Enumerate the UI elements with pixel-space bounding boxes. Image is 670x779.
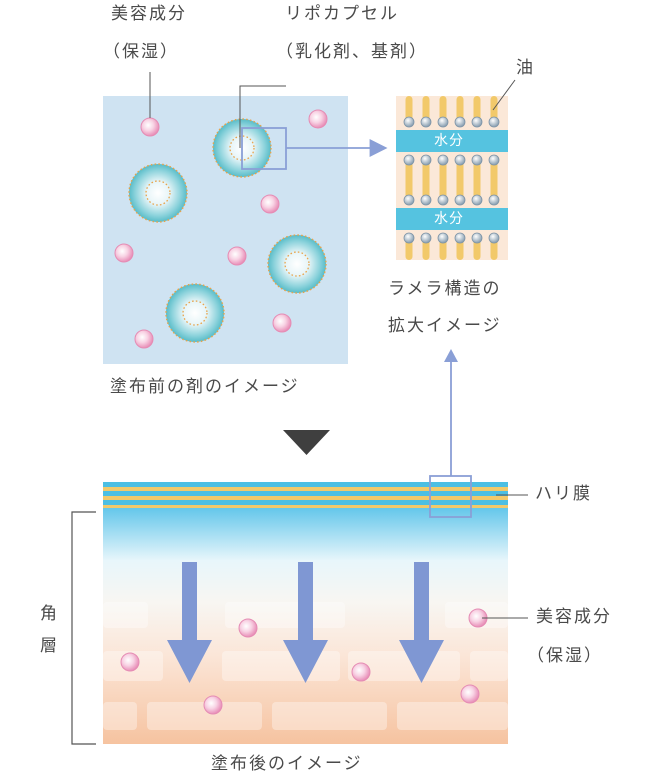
lipid-tail (405, 96, 413, 122)
lamella-lipids (405, 96, 498, 260)
ingredient-particle (134, 329, 154, 349)
lipid-tail (473, 160, 481, 200)
lipid-tail (422, 160, 430, 200)
lipid-head (471, 154, 483, 166)
ingredient-bottom-sublabel: （保湿） (527, 646, 603, 666)
lipid-head (437, 154, 449, 166)
lipid-head (488, 194, 500, 206)
liposome-label: リポカプセル (285, 4, 399, 24)
oil-leader-line (492, 79, 516, 111)
stratum-bracket (71, 511, 96, 745)
water-band-1 (396, 130, 508, 152)
lipid-tail (490, 238, 498, 260)
lipid-head (471, 232, 483, 244)
transition-triangle (283, 430, 330, 455)
lipid-head (454, 154, 466, 166)
lipid-head (454, 116, 466, 128)
lipid-tail (422, 96, 430, 122)
lipid-head (437, 232, 449, 244)
lipid-head (403, 194, 415, 206)
liposome-capsule (267, 234, 327, 294)
lipid-tail (439, 238, 447, 260)
lipid-tail (490, 160, 498, 200)
penetration-arrow (283, 562, 328, 683)
zoom-arrow-up-head (444, 349, 458, 362)
ingredient-particle (460, 684, 480, 704)
lipid-head (403, 232, 415, 244)
penetration-arrows (167, 562, 444, 683)
after-caption: 塗布後のイメージ (211, 754, 363, 774)
stratum-label-char1: 角 (40, 604, 59, 624)
ingredient-particle (140, 117, 160, 137)
penetration-arrow (399, 562, 444, 683)
ingredient-top-sublabel: （保湿） (103, 42, 179, 62)
penetration-arrow (167, 562, 212, 683)
lipid-head (488, 116, 500, 128)
liposome-capsule (128, 163, 188, 223)
lipid-tail (473, 96, 481, 122)
ingredient-particle (227, 246, 247, 266)
ingredient-particle (351, 662, 371, 682)
before-caption: 塗布前の剤のイメージ (110, 377, 300, 397)
water-label-2: 水分 (434, 211, 464, 227)
lipid-head (420, 116, 432, 128)
liposome-sublabel: （乳化剤、基剤） (276, 42, 428, 62)
film-label: ハリ膜 (535, 484, 592, 504)
water-label-1: 水分 (434, 133, 464, 149)
film-layer (103, 482, 508, 508)
lipid-tail (456, 96, 464, 122)
lipid-head (488, 232, 500, 244)
lamella-lipid-heads (403, 116, 500, 244)
lipid-head (420, 232, 432, 244)
lipid-head (403, 116, 415, 128)
ingredient-bottom-label: 美容成分 (536, 607, 612, 627)
ingredient-particle (308, 109, 328, 129)
lipid-head (471, 194, 483, 206)
lipid-tail (405, 160, 413, 200)
lipid-head (403, 154, 415, 166)
lipid-head (454, 194, 466, 206)
ingredient-particle (203, 695, 223, 715)
lipid-head (437, 116, 449, 128)
lipid-tail (456, 238, 464, 260)
zoom-box-film (429, 475, 472, 518)
ingredient-particle (238, 618, 258, 638)
lipid-tail (439, 160, 447, 200)
lipid-head (488, 154, 500, 166)
oil-label: 油 (516, 58, 535, 78)
liposome-leader-line (239, 85, 286, 148)
lipid-head (437, 194, 449, 206)
lipid-tail (439, 96, 447, 122)
lipid-head (471, 116, 483, 128)
lipid-tail (405, 238, 413, 260)
ingredient-particles-after (120, 608, 488, 715)
stratum-label-char2: 層 (40, 636, 59, 656)
lipid-head (420, 154, 432, 166)
ingredient-particle (272, 313, 292, 333)
ingredient-particle (260, 194, 280, 214)
lipid-tail (473, 238, 481, 260)
water-band-2 (396, 208, 508, 230)
ingredient-particles-before (114, 109, 328, 349)
ingredient-top-label: 美容成分 (111, 4, 187, 24)
liposome-capsule (165, 283, 225, 343)
ingredient-particle (114, 243, 134, 263)
ingredient-particle (120, 652, 140, 672)
lamellar-caption-line1: ラメラ構造の (388, 279, 502, 299)
lipid-head (420, 194, 432, 206)
lipid-tail (456, 160, 464, 200)
lipid-head (454, 232, 466, 244)
lipid-tail (422, 238, 430, 260)
lamellar-caption-line2: 拡大イメージ (388, 316, 502, 336)
stratum-cells (103, 602, 508, 730)
